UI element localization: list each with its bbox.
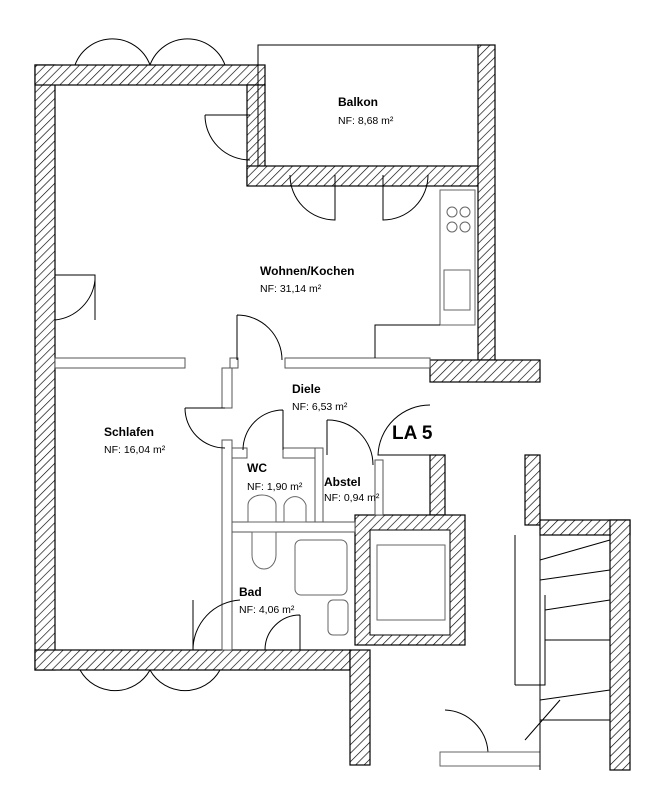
room-balkon: Balkon NF: 8,68 m²: [338, 95, 394, 127]
room-schlafen: Schlafen NF: 16,04 m²: [104, 425, 166, 456]
room-name: Schlafen: [104, 425, 154, 439]
room-name: Wohnen/Kochen: [260, 264, 354, 278]
interior-walls: [54, 357, 431, 651]
room-name: Diele: [292, 382, 321, 396]
unit-label: LA 5: [392, 423, 433, 444]
room-abstel: Abstel NF: 0,94 m²: [324, 475, 380, 504]
room-area: NF: 16,04 m²: [104, 444, 166, 456]
room-name: Balkon: [338, 95, 378, 109]
room-wc: WC NF: 1,90 m²: [247, 461, 303, 493]
room-area: NF: 6,53 m²: [292, 401, 348, 413]
room-bad: Bad NF: 4,06 m²: [239, 585, 295, 616]
room-name: WC: [247, 461, 267, 475]
doors: [54, 38, 541, 767]
room-area: NF: 0,94 m²: [324, 492, 380, 504]
room-area: NF: 31,14 m²: [260, 283, 322, 295]
room-area: NF: 1,90 m²: [247, 481, 303, 493]
room-name: Bad: [239, 585, 262, 599]
room-area: NF: 4,06 m²: [239, 604, 295, 616]
fixtures: [247, 189, 611, 770]
room-wohnen-kochen: Wohnen/Kochen NF: 31,14 m²: [260, 264, 354, 295]
room-area: NF: 8,68 m²: [338, 115, 394, 127]
room-diele: Diele NF: 6,53 m²: [292, 382, 348, 413]
balcony-outline: [257, 44, 490, 166]
room-name: Abstel: [324, 475, 361, 489]
